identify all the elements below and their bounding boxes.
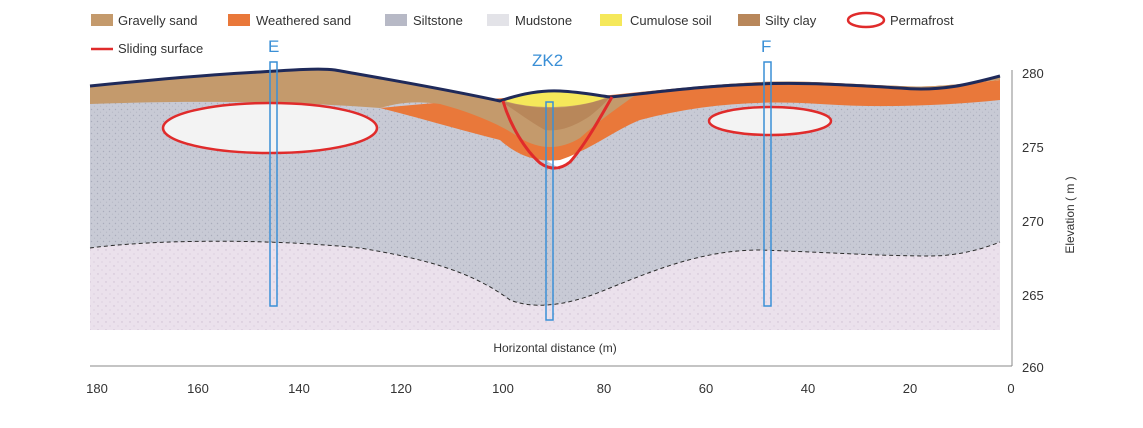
borehole-zk2-label: ZK2 xyxy=(532,51,563,70)
x-axis-title: Horizontal distance (m) xyxy=(493,341,616,355)
legend-item-weathered-sand: Weathered sand xyxy=(228,13,351,28)
mudstone-layer xyxy=(90,241,1000,330)
x-tick-label: 120 xyxy=(390,381,412,396)
legend-item-permafrost: Permafrost xyxy=(846,11,954,29)
x-tick-label: 160 xyxy=(187,381,209,396)
x-tick-label: 80 xyxy=(597,381,611,396)
x-tick-label: 40 xyxy=(801,381,815,396)
silty-clay-layer xyxy=(500,97,610,131)
borehole-zk2-column xyxy=(545,101,554,321)
cumulose-soil-swatch xyxy=(600,14,622,26)
y-axis-title: Elevation ( m ) xyxy=(1063,176,1077,253)
permafrost-lens-right xyxy=(707,105,833,137)
x-tick-label: 60 xyxy=(699,381,713,396)
siltstone-swatch xyxy=(385,14,407,26)
legend-item-siltstone: Siltstone xyxy=(385,13,463,28)
legend-label: Mudstone xyxy=(515,13,572,28)
legend-item-silty-clay: Silty clay xyxy=(738,13,817,28)
axes: Horizontal distance (m) Elevation ( m ) … xyxy=(86,66,1077,396)
permafrost-swatch xyxy=(846,11,886,29)
legend-item-cumulose-soil: Cumulose soil xyxy=(600,13,712,28)
legend-label: Gravelly sand xyxy=(118,13,197,28)
bedrock-boundary-line xyxy=(89,240,1001,306)
borehole-zk2: ZK2 xyxy=(532,51,563,321)
borehole-e-label: E xyxy=(268,37,279,56)
layers xyxy=(89,67,1001,330)
sliding-surface-curve xyxy=(501,96,614,170)
legend: Gravelly sand Weathered sand Siltstone M… xyxy=(91,11,954,56)
legend-label: Siltstone xyxy=(413,13,463,28)
legend-item-sliding-surface: Sliding surface xyxy=(91,41,203,56)
y-tick-label: 270 xyxy=(1022,214,1044,229)
y-tick-label: 280 xyxy=(1022,66,1044,81)
x-tick-label: 20 xyxy=(903,381,917,396)
borehole-f: F xyxy=(761,37,772,307)
borehole-f-column xyxy=(763,61,772,307)
silty-clay-swatch xyxy=(738,14,760,26)
legend-label: Sliding surface xyxy=(118,41,203,56)
y-tick-label: 260 xyxy=(1022,360,1044,375)
y-tick-label: 275 xyxy=(1022,140,1044,155)
x-tick-label: 180 xyxy=(86,381,108,396)
borehole-f-label: F xyxy=(761,37,771,56)
borehole-e-column xyxy=(269,61,278,307)
legend-item-mudstone: Mudstone xyxy=(487,13,572,28)
weathered-sand-swatch xyxy=(228,14,250,26)
mudstone-swatch xyxy=(487,14,509,26)
legend-item-gravelly-sand: Gravelly sand xyxy=(91,13,197,28)
x-tick-label: 140 xyxy=(288,381,310,396)
x-tick-label: 100 xyxy=(492,381,514,396)
cumulose-soil-layer xyxy=(505,90,605,107)
ground-surface-line xyxy=(89,67,1001,103)
legend-label: Weathered sand xyxy=(256,13,351,28)
legend-label: Silty clay xyxy=(765,13,817,28)
legend-label: Cumulose soil xyxy=(630,13,712,28)
y-tick-label: 265 xyxy=(1022,288,1044,303)
gravelly-sand-swatch xyxy=(91,14,113,26)
x-tick-label: 0 xyxy=(1007,381,1014,396)
borehole-e: E xyxy=(268,37,279,307)
legend-label: Permafrost xyxy=(890,13,954,28)
